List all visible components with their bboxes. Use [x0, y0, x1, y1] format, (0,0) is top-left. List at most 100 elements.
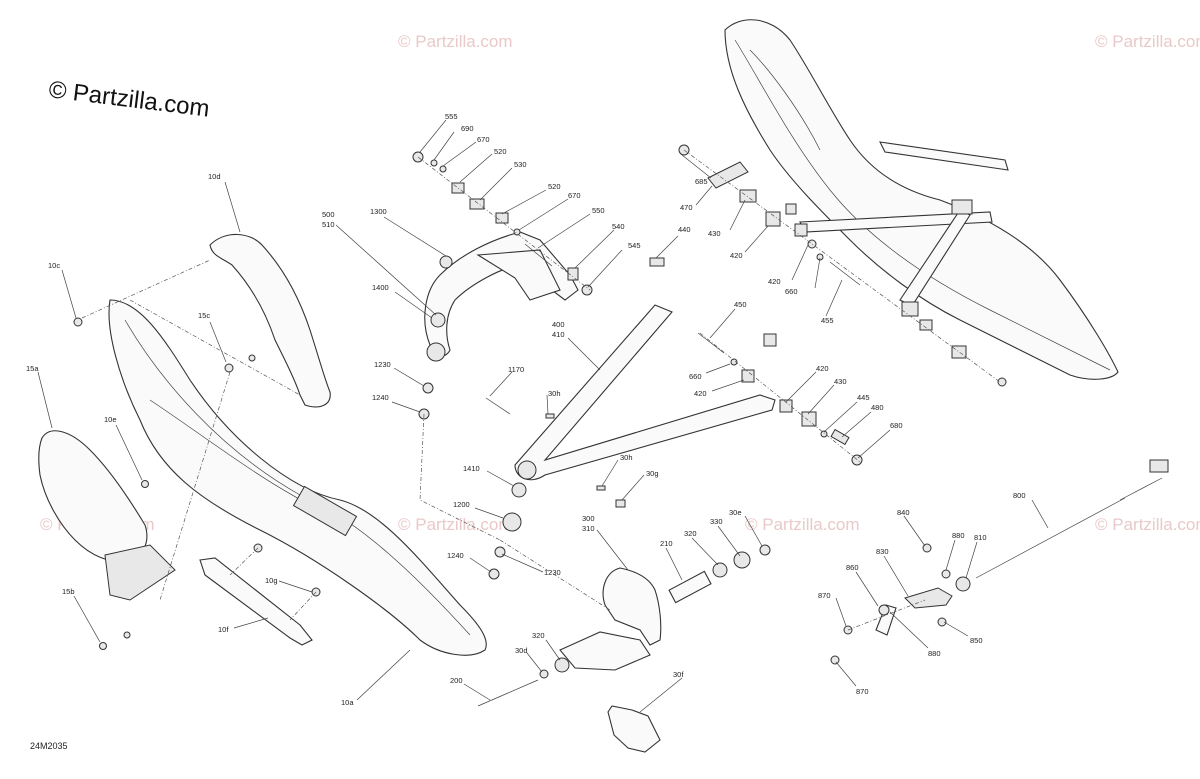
rod-clevis — [1149, 459, 1169, 473]
callout-430a: 430 — [708, 229, 721, 238]
frame-foot — [901, 301, 919, 317]
callout-310: 310 — [582, 524, 595, 533]
diagram-code: 24M2035 — [30, 741, 68, 751]
sleeve-330 — [733, 551, 751, 569]
callout-15b: 15b — [62, 587, 75, 596]
runner-10f — [199, 557, 313, 646]
skid-plate-15a — [38, 430, 148, 562]
callout-660a: 660 — [785, 287, 798, 296]
callout-1410: 1410 — [463, 464, 480, 473]
callout-200: 200 — [450, 676, 463, 685]
nut-545 — [581, 284, 593, 296]
nut-15c — [224, 363, 234, 373]
callout-10g: 10g — [265, 576, 278, 585]
screw-15b — [99, 642, 107, 650]
bushing-420c — [765, 211, 781, 227]
callout-210: 210 — [660, 539, 673, 548]
shaft-210 — [668, 570, 712, 604]
callout-470: 470 — [680, 203, 693, 212]
callout-1240b: 1240 — [447, 551, 464, 560]
lower-a-arm-assembly — [485, 304, 863, 580]
rod-800 — [975, 497, 1126, 579]
boot-1230b — [494, 546, 506, 558]
callout-300: 300 — [582, 514, 595, 523]
nut-15c-b — [248, 354, 256, 362]
bolt-540 — [567, 267, 579, 281]
ball-joint-1200 — [502, 512, 522, 532]
callout-440: 440 — [678, 225, 691, 234]
callout-420c: 420 — [694, 389, 707, 398]
bolt-550 — [524, 243, 553, 267]
plate-15b — [104, 544, 176, 601]
bushing-520b — [495, 212, 509, 224]
washer-670 — [439, 165, 447, 173]
bushing-320a — [712, 562, 728, 578]
bushing-320b — [554, 657, 570, 673]
frame-joint — [951, 199, 973, 215]
watermark-1: © Partzilla.com — [398, 32, 513, 51]
callout-545: 545 — [628, 241, 641, 250]
callout-30h-a: 30h — [548, 389, 561, 398]
right-ski — [724, 19, 1119, 380]
callout-10f: 10f — [218, 625, 229, 634]
callout-1230a: 1230 — [374, 360, 391, 369]
callout-30h-b: 30h — [620, 453, 633, 462]
spindle-assembly — [477, 539, 771, 753]
nut-30e — [759, 544, 771, 556]
clip-440 — [649, 257, 665, 267]
callout-320b: 320 — [532, 631, 545, 640]
bushing-30g — [615, 499, 626, 508]
ski-handle-10d — [209, 233, 331, 408]
bolt-450 — [697, 332, 725, 354]
callout-320a: 320 — [684, 529, 697, 538]
callout-15c: 15c — [198, 311, 210, 320]
bolt-1170 — [485, 397, 511, 415]
sleeve-right — [951, 345, 967, 359]
callout-870b: 870 — [856, 687, 869, 696]
frame-tube-upper — [879, 141, 1009, 171]
callout-330: 330 — [710, 517, 723, 526]
bushing-420a — [741, 369, 755, 383]
callout-810: 810 — [974, 533, 987, 542]
callout-550: 550 — [592, 206, 605, 215]
left-ski-assembly — [38, 233, 487, 656]
callout-410: 410 — [552, 330, 565, 339]
sleeve-530 — [469, 198, 485, 210]
washer-690 — [430, 159, 438, 167]
bushing-520a — [451, 182, 465, 194]
callout-455: 455 — [821, 316, 834, 325]
ring-1300 — [439, 255, 453, 269]
callout-10d: 10d — [208, 172, 221, 181]
callout-430b: 430 — [834, 377, 847, 386]
screw-15b-b — [123, 631, 131, 639]
callout-660b: 660 — [689, 372, 702, 381]
bushing-420b — [779, 399, 793, 413]
callout-670b: 670 — [568, 191, 581, 200]
callout-420b: 420 — [768, 277, 781, 286]
callout-530: 530 — [514, 160, 527, 169]
bushing-30h-b — [596, 485, 606, 491]
callout-400: 400 — [552, 320, 565, 329]
boot-1230 — [422, 382, 434, 394]
a-arm-gusset — [476, 249, 561, 301]
steering-rod-assembly — [830, 459, 1169, 665]
guard-30f — [607, 705, 661, 753]
callout-30g: 30g — [646, 469, 659, 478]
callout-510: 510 — [322, 220, 335, 229]
callout-450: 450 — [734, 300, 747, 309]
nut-880b — [878, 604, 890, 616]
washer-670b — [513, 228, 521, 236]
ski-10a — [108, 299, 487, 656]
callout-leaders — [37, 119, 1049, 713]
spindle-300 — [602, 567, 662, 646]
nut-880a — [941, 569, 951, 579]
callout-520b: 520 — [548, 182, 561, 191]
ring-1410 — [511, 482, 527, 498]
callout-15a: 15a — [26, 364, 39, 373]
washer-445 — [820, 430, 828, 438]
callout-685: 685 — [695, 177, 708, 186]
sleeve-430b — [801, 411, 817, 427]
callout-labels: 10d 10c 15c 15a 10e 10g 10f 15b 10a 555 … — [26, 112, 1026, 707]
bracket-470 — [707, 161, 749, 189]
